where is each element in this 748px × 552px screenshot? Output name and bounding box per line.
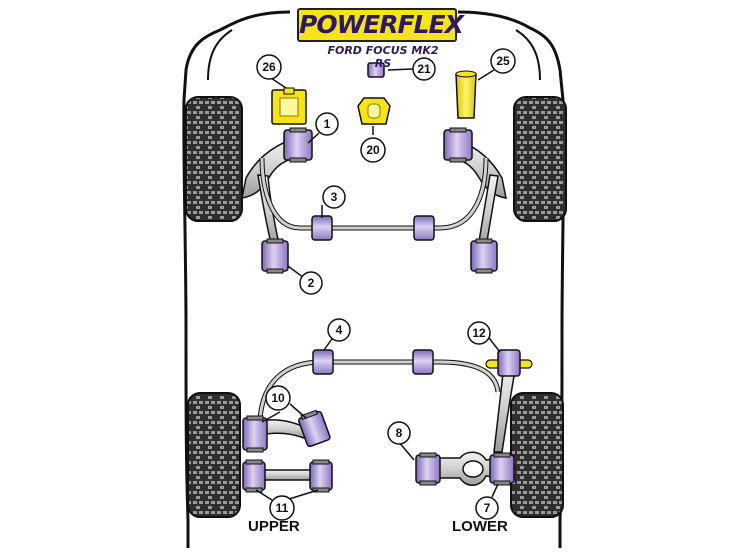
bush-4-rear-arb-left (312, 349, 334, 375)
callout-2: 2 (308, 276, 315, 290)
bush-1-front-left (283, 127, 313, 163)
callout-25: 25 (496, 54, 510, 68)
front-anti-roll-bar-fill (260, 157, 488, 230)
bush-3-front-arb-left (311, 215, 333, 241)
rear-anti-roll-bar-fill (258, 360, 500, 421)
callout-11: 11 (276, 501, 289, 515)
bush-11-left (242, 459, 266, 493)
part-26-mount-insert (271, 87, 307, 125)
rear-left-tyre (187, 392, 241, 518)
rear-upper-link (257, 469, 319, 481)
bush-8-lower-inner (415, 452, 441, 486)
callout-10: 10 (271, 391, 285, 405)
bush-10-upper-left (242, 415, 268, 453)
lower-arm-hole (462, 460, 484, 478)
callout-20: 20 (366, 143, 380, 157)
bush-4-rear-arb-right (412, 349, 434, 375)
bush-2-front-left (261, 238, 289, 274)
callout-numbers: 1 2 3 4 12 8 10 11 7 26 20 21 25 (262, 54, 510, 515)
bush-12-top (485, 349, 533, 377)
callout-3: 3 (331, 190, 338, 204)
bush-1-front-right (443, 127, 473, 163)
rear-right-tyre (510, 392, 564, 518)
callout-circles (256, 48, 516, 521)
front-right-tyre (513, 96, 567, 222)
part-25-insert (455, 70, 477, 119)
front-anti-roll-bar (259, 157, 489, 231)
front-left-tyre (185, 96, 243, 222)
callout-21: 21 (417, 62, 431, 76)
callout-26: 26 (262, 60, 276, 74)
bush-10-upper-right (298, 409, 331, 448)
callout-8: 8 (396, 426, 403, 440)
bush-3-front-arb-right (413, 215, 435, 241)
callout-12: 12 (472, 326, 486, 340)
powerflex-logo: POWERFLEX (297, 8, 464, 42)
vehicle-model: FORD FOCUS MK2 RS (327, 44, 439, 70)
logo-text: POWERFLEX (299, 10, 464, 39)
part-21-bush (367, 62, 385, 78)
callout-1: 1 (324, 117, 331, 131)
lower-label: LOWER (452, 518, 508, 535)
bush-2-front-right (470, 238, 498, 274)
bush-7-lower-outer (489, 452, 515, 486)
rear-anti-roll-bar (257, 359, 501, 421)
front-left-lower-arm (241, 139, 297, 199)
callout-arrows (255, 68, 501, 501)
bush-11-right (309, 459, 333, 493)
callout-7: 7 (484, 501, 491, 515)
callout-4: 4 (336, 323, 343, 337)
part-20-mount-insert (357, 97, 391, 125)
car-body-inner-top (207, 29, 541, 81)
upper-label: UPPER (248, 518, 300, 535)
